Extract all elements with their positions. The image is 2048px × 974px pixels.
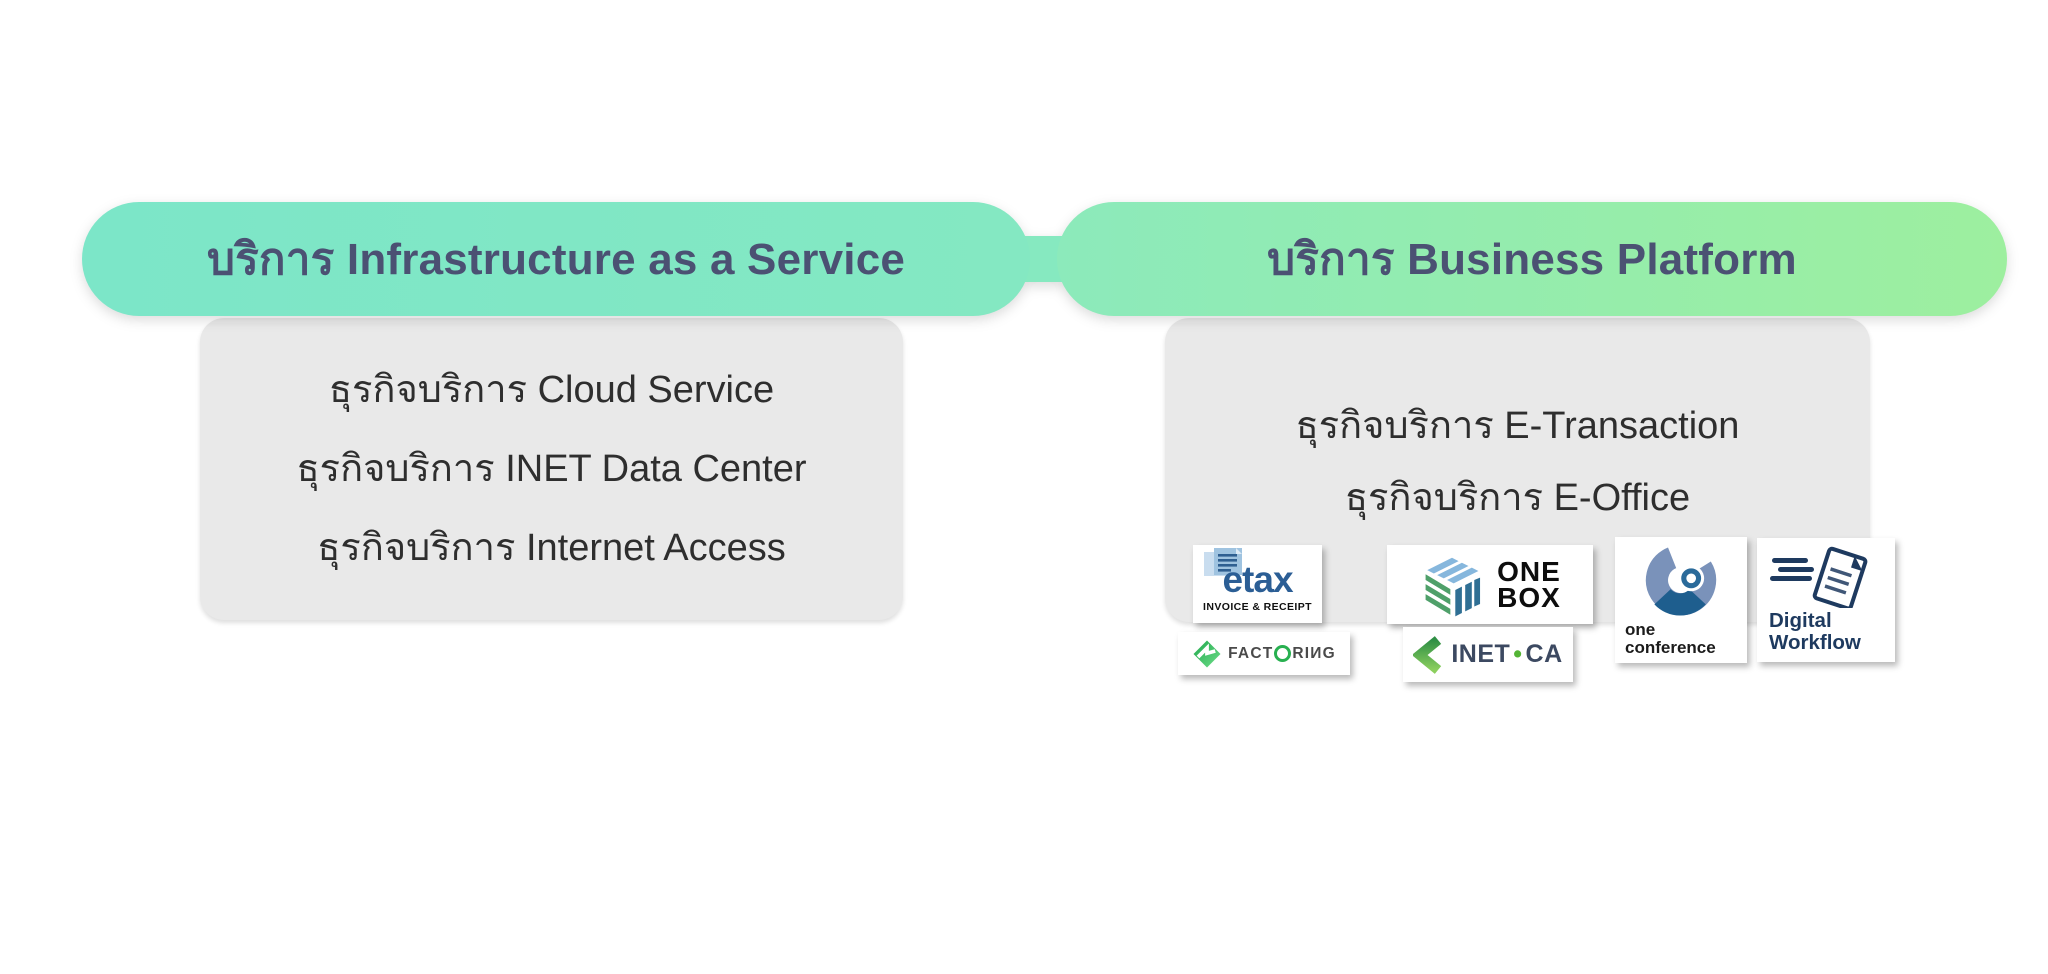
digital-workflow-line2: Workflow xyxy=(1769,631,1861,654)
one-conference-line2: conference xyxy=(1625,638,1716,657)
service-item-data-center: ธุรกิจบริการ INET Data Center xyxy=(296,447,807,490)
inet-text: INET xyxy=(1451,640,1511,668)
service-item-e-office: ธุรกิจบริการ E-Office xyxy=(1344,477,1691,519)
business-platform-header-title: บริการ Business Platform xyxy=(1267,235,1797,284)
one-conference-logo-card: one conference xyxy=(1615,537,1747,663)
ca-text: CA xyxy=(1525,640,1563,668)
factoring-diamond-icon xyxy=(1193,640,1221,667)
inet-ca-logo-card: INET • CA xyxy=(1403,627,1573,682)
workflow-document-icon xyxy=(1770,546,1868,608)
digital-workflow-line1: Digital xyxy=(1769,609,1832,632)
etax-logo-card: etax INVOICE & RECEIPT xyxy=(1193,545,1322,623)
infrastructure-services-panel: ธุรกิจบริการ Cloud Service ธุรกิจบริการ … xyxy=(200,318,903,620)
factoring-text-post: RIИG xyxy=(1292,644,1336,662)
onebox-logo-card: ONE BOX xyxy=(1387,545,1593,624)
infrastructure-header-title: บริการ Infrastructure as a Service xyxy=(206,235,906,284)
service-item-e-transaction: ธุรกิจบริการ E-Transaction xyxy=(1295,405,1740,447)
etax-tagline: INVOICE & RECEIPT xyxy=(1203,601,1312,613)
infrastructure-header-pill: บริการ Infrastructure as a Service xyxy=(82,202,1030,316)
factoring-logo-card: FACT RIИG xyxy=(1178,632,1350,675)
onebox-line1: ONE xyxy=(1497,555,1561,587)
etax-brand: etax xyxy=(1222,559,1293,600)
invoice-document-icon xyxy=(1204,548,1242,576)
digital-workflow-logo-card: Digital Workflow xyxy=(1757,538,1895,662)
service-item-internet-access: ธุรกิจบริการ Internet Access xyxy=(317,526,786,569)
factoring-text-pre: FACT xyxy=(1228,644,1274,662)
inet-ca-dot-icon: • xyxy=(1513,640,1523,668)
service-item-cloud: ธุรกิจบริการ Cloud Service xyxy=(328,368,775,411)
onebox-line2: BOX xyxy=(1497,581,1561,613)
factoring-o-ring-icon xyxy=(1274,645,1292,662)
conference-c-icon xyxy=(1645,545,1717,616)
inet-chevron-icon xyxy=(1413,635,1442,674)
business-platform-header-pill: บริการ Business Platform xyxy=(1057,202,2007,316)
striped-cube-icon xyxy=(1424,556,1481,616)
one-conference-line1: one xyxy=(1625,620,1656,639)
header-ribbon: บริการ Infrastructure as a Service บริกา… xyxy=(0,0,2048,400)
